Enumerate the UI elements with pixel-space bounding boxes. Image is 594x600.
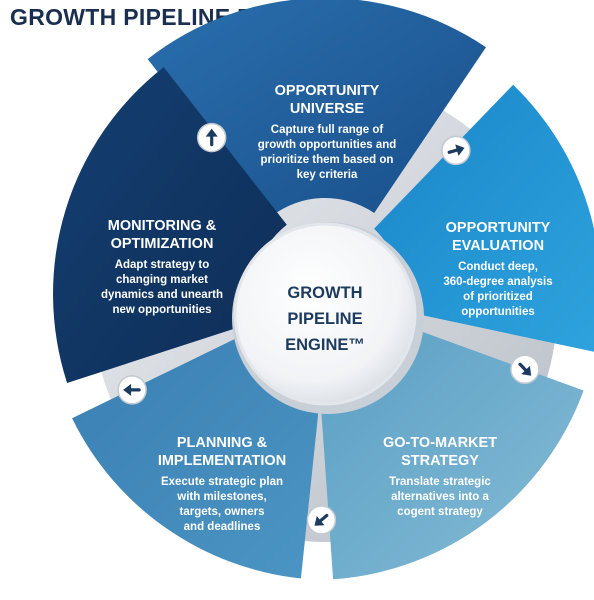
center-line-2: PIPELINE [287, 310, 362, 328]
arrow-icon [117, 375, 147, 405]
planning-implementation-desc-line: with milestones, [176, 491, 266, 503]
arrow-icon [441, 135, 471, 166]
center-line-3: ENGINE™ [285, 336, 365, 354]
go-to-market-strategy-desc-line: alternatives into a [391, 491, 489, 503]
arrow-icon [306, 505, 337, 535]
monitoring-optimization-title-line: MONITORING & [108, 218, 217, 234]
arrow-icon [510, 354, 540, 385]
go-to-market-strategy-title-line: STRATEGY [401, 453, 479, 469]
monitoring-optimization-title-line: OPTIMIZATION [111, 236, 214, 252]
go-to-market-strategy-desc-line: Translate strategic [389, 476, 491, 488]
monitoring-optimization-desc-line: dynamics and unearth [101, 289, 223, 301]
opportunity-evaluation-desc-line: 360-degree analysis [443, 276, 552, 288]
planning-implementation-title-line: IMPLEMENTATION [158, 453, 286, 469]
arrow-icon [196, 122, 227, 153]
opportunity-evaluation-desc-line: of prioritized [463, 291, 533, 303]
planning-implementation-desc-line: and deadlines [184, 521, 261, 533]
opportunity-universe-desc-line: growth opportunities and [258, 139, 397, 151]
go-to-market-strategy-title-line: GO-TO-MARKET [383, 435, 497, 451]
opportunity-universe-desc-line: Capture full range of [271, 124, 384, 136]
opportunity-evaluation-desc-line: opportunities [461, 306, 534, 318]
segment-opportunity-evaluation [374, 84, 594, 352]
opportunity-universe-desc-line: key criteria [297, 169, 358, 181]
monitoring-optimization-desc-line: new opportunities [112, 304, 211, 316]
planning-implementation-title-line: PLANNING & [177, 435, 268, 451]
opportunity-universe-title-line: UNIVERSE [290, 101, 364, 117]
planning-implementation-desc-line: targets, owners [180, 506, 265, 518]
monitoring-optimization-desc-line: Adapt strategy to [115, 259, 210, 271]
center-line-1: GROWTH [287, 284, 362, 302]
opportunity-universe-desc-line: prioritize them based on [261, 154, 394, 166]
planning-implementation-desc-line: Execute strategic plan [161, 476, 283, 488]
monitoring-optimization-desc-line: changing market [116, 274, 208, 286]
go-to-market-strategy-desc-line: cogent strategy [397, 506, 483, 518]
opportunity-evaluation-title-line: OPPORTUNITY [446, 220, 551, 236]
opportunity-universe-title-line: OPPORTUNITY [275, 83, 380, 99]
center-hub [233, 222, 417, 406]
opportunity-evaluation-desc-line: Conduct deep, [458, 261, 538, 273]
segment-monitoring-optimization [53, 67, 287, 383]
opportunity-evaluation-title-line: EVALUATION [452, 238, 544, 254]
